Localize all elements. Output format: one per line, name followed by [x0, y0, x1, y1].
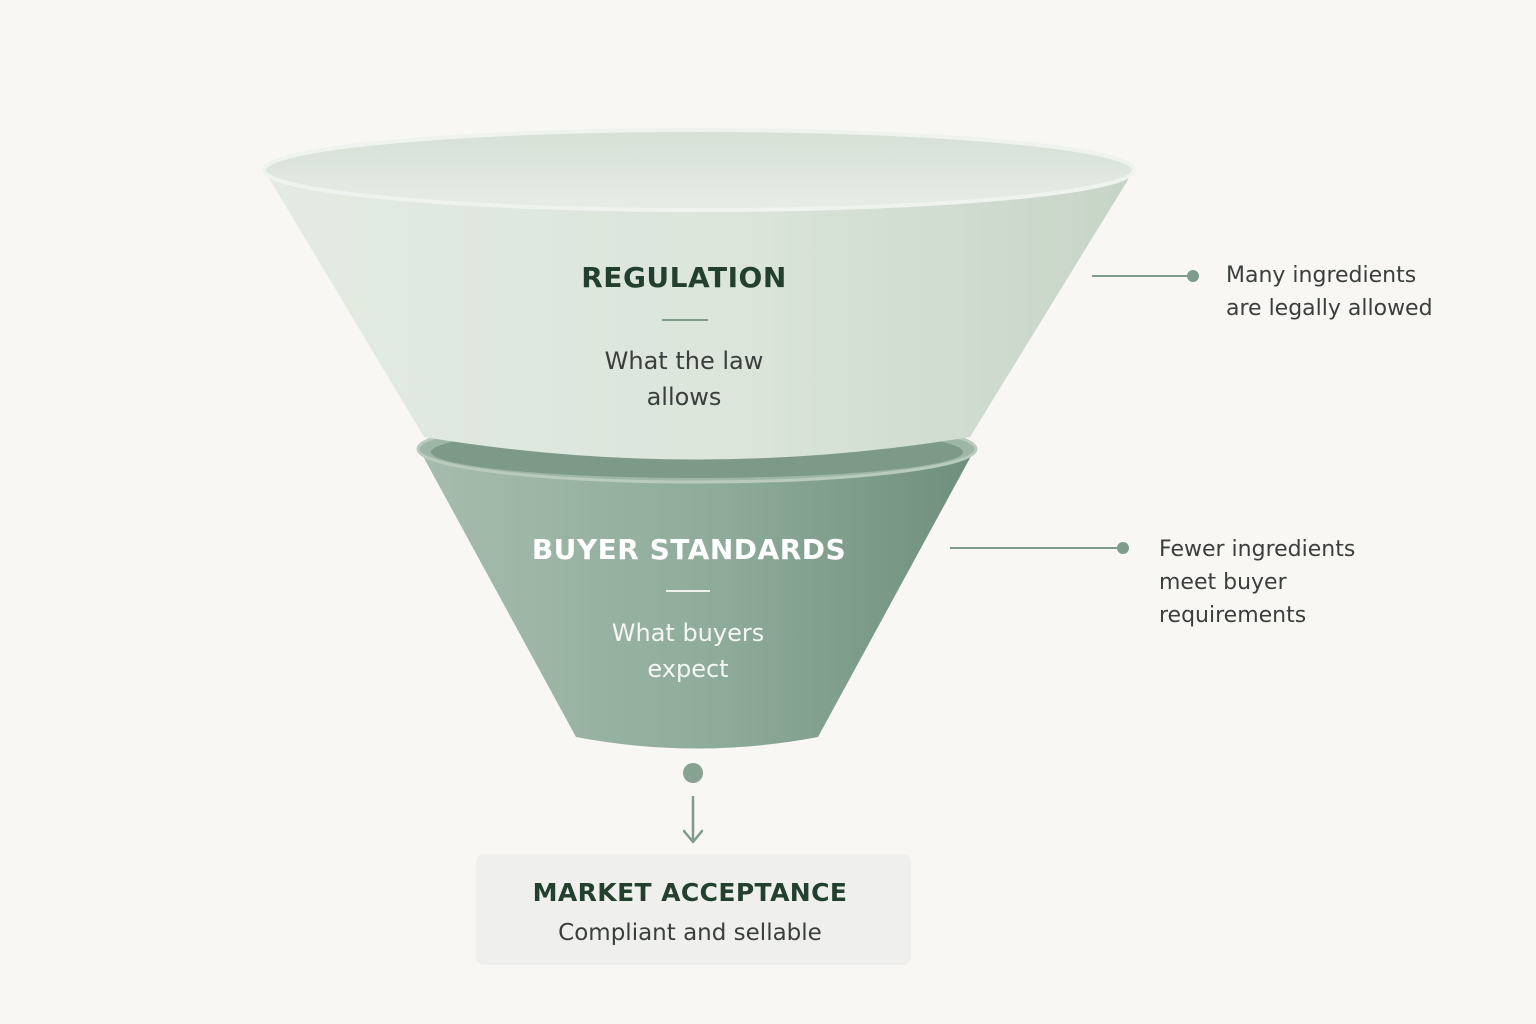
regulation-cone — [264, 170, 1134, 460]
regulation-subtitle-line-2: allows — [647, 383, 722, 411]
outcome-connector-dot — [683, 763, 703, 783]
buyer-standards-funnel-section — [416, 414, 978, 749]
buyer-standards-title: BUYER STANDARDS — [532, 533, 846, 566]
regulation-callout-line-1: Many ingredients — [1226, 263, 1416, 288]
buyer-standards-callout-dot — [1117, 542, 1129, 554]
arrow-down-icon — [682, 829, 704, 844]
regulation-funnel-section — [262, 128, 1136, 460]
market-acceptance-title: MARKET ACCEPTANCE — [533, 878, 848, 907]
regulation-rim — [262, 128, 1136, 212]
market-acceptance-box: MARKET ACCEPTANCE Compliant and sellable — [476, 854, 911, 965]
buyer-standards-callout-line-2: meet buyer — [1159, 570, 1288, 595]
regulation-subtitle-line-1: What the law — [605, 347, 764, 375]
buyer-standards-cone — [418, 447, 976, 749]
buyer-standards-subtitle-line-2: expect — [647, 655, 728, 683]
regulation-title: REGULATION — [581, 261, 787, 294]
regulation-callout: Many ingredients are legally allowed — [1092, 263, 1433, 321]
market-acceptance-subtitle: Compliant and sellable — [558, 920, 822, 946]
buyer-standards-callout-line-3: requirements — [1159, 603, 1306, 628]
buyer-standards-callout: Fewer ingredients meet buyer requirement… — [950, 537, 1355, 628]
buyer-standards-callout-line-1: Fewer ingredients — [1159, 537, 1355, 562]
regulation-callout-line-2: are legally allowed — [1226, 296, 1433, 321]
regulation-callout-dot — [1187, 270, 1199, 282]
market-acceptance-box-background — [476, 854, 911, 965]
outcome-connector — [682, 763, 704, 844]
buyer-standards-subtitle-line-1: What buyers — [612, 619, 764, 647]
